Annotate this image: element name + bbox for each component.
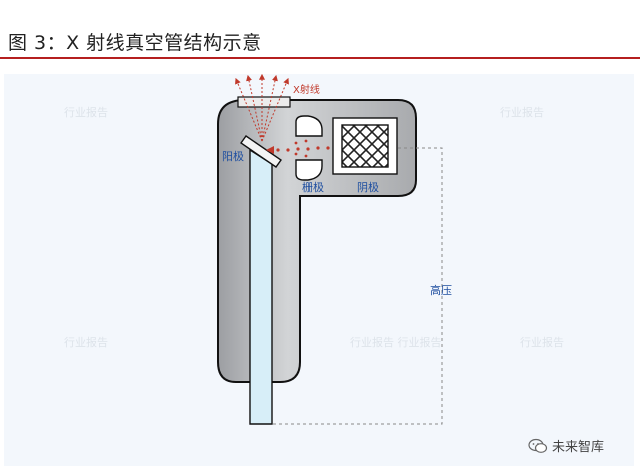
- title-rule: [0, 57, 640, 59]
- electron-arrow: [266, 146, 274, 154]
- watermark-brand: 未来智库: [552, 440, 605, 455]
- high-voltage-circuit: [272, 147, 443, 425]
- xray-label: X射线: [293, 83, 320, 96]
- high-voltage-label: 高压: [430, 283, 452, 297]
- cathode-filament: [341, 124, 389, 168]
- grid-upper: [295, 115, 323, 137]
- watermark-badge: 未来智库: [528, 436, 604, 455]
- watermark-text: 行业报告: [64, 105, 108, 119]
- anode-label: 阳极: [222, 149, 244, 163]
- grid-label: 栅极: [302, 180, 324, 194]
- grid-lower: [295, 159, 323, 181]
- electron-beam: [268, 139, 330, 158]
- watermark-text: 行业报告: [64, 335, 108, 349]
- watermark-text: 行业报告 行业报告: [350, 335, 442, 349]
- figure-title: 图 3：X 射线真空管结构示意: [8, 32, 262, 54]
- wechat-icon: [528, 438, 548, 453]
- cathode-label: 阴极: [357, 180, 379, 194]
- anode-rod: [249, 148, 273, 425]
- watermark-text: 行业报告: [520, 335, 564, 349]
- watermark-text: 行业报告: [500, 105, 544, 119]
- anode-target: [240, 135, 282, 168]
- xray-beams: [235, 73, 289, 142]
- xray-window: [237, 96, 291, 108]
